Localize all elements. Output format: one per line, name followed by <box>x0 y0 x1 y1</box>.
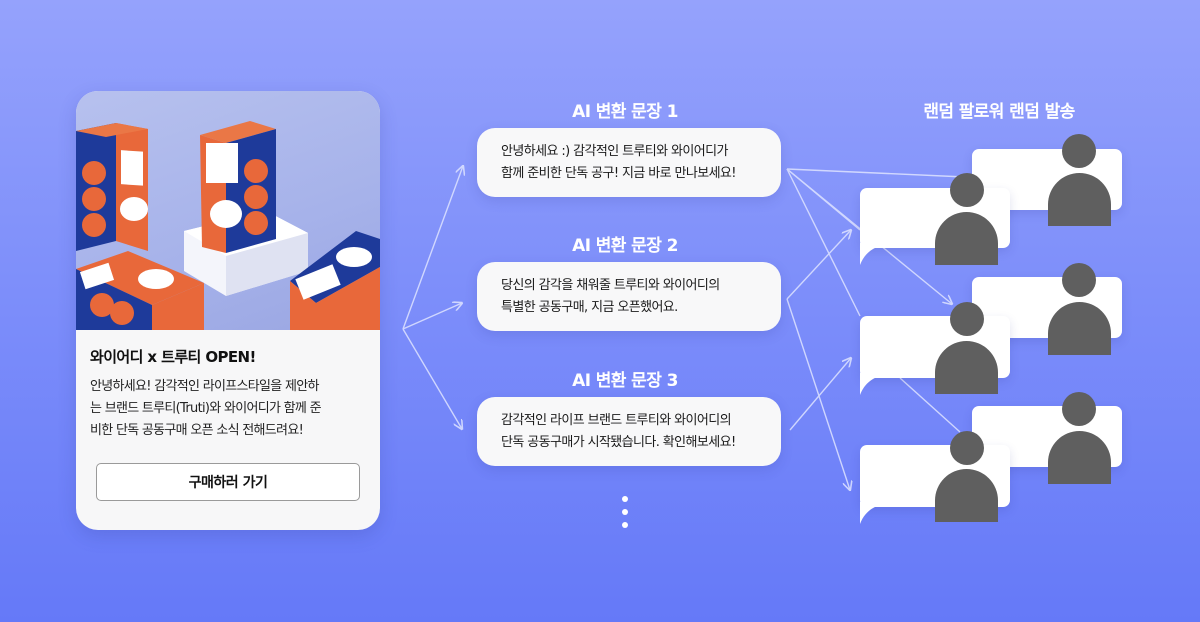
bubble-tail <box>860 502 900 524</box>
ai-sentence-line: 당신의 감각을 채워줄 트루티와 와이어디의 <box>501 278 720 293</box>
product-boxes-illustration <box>76 121 380 330</box>
card-description-line: 비한 단독 공동구매 오픈 소식 전해드려요! <box>90 423 304 438</box>
ai-sentence-bubble-3: 감각적인 라이프 브랜드 트루티와 와이어디의 단독 공동구매가 시작됐습니다.… <box>477 397 781 466</box>
product-image <box>76 91 380 330</box>
ai-sentence-bubble-1: 안녕하세요 :) 감각적인 트루티와 와이어디가 함께 준비한 단독 공구! 지… <box>477 128 781 197</box>
ai-sentence-line: 특별한 공동구매, 지금 오픈했어요. <box>501 300 678 315</box>
person-icon-body <box>1048 431 1111 484</box>
followers-title: 랜덤 팔로워 랜덤 발송 <box>923 102 1075 122</box>
person-icon-body <box>935 341 998 394</box>
person-icon-head <box>950 173 984 207</box>
ai-sentence-label-1: AI 변환 문장 1 <box>572 102 678 122</box>
card-description: 안녕하세요! 감각적인 라이프스타일을 제안하 는 브랜드 트루티(Truti)… <box>90 376 372 442</box>
bubble-tail <box>860 373 900 395</box>
product-post-card: 와이어디 x 트루티 OPEN! 안녕하세요! 감각적인 라이프스타일을 제안하… <box>76 91 380 530</box>
person-icon-head <box>1062 263 1096 297</box>
ai-sentence-label-3: AI 변환 문장 3 <box>572 371 678 391</box>
bubble-tail <box>860 243 900 265</box>
person-icon-body <box>1048 173 1111 226</box>
ai-sentence-line: 함께 준비한 단독 공구! 지금 바로 만나보세요! <box>501 166 737 181</box>
card-description-line: 안녕하세요! 감각적인 라이프스타일을 제안하 <box>90 379 319 394</box>
person-icon-body <box>1048 302 1111 355</box>
ai-sentence-bubble-2: 당신의 감각을 채워줄 트루티와 와이어디의 특별한 공동구매, 지금 오픈했어… <box>477 262 781 331</box>
ai-sentence-line: 안녕하세요 :) 감각적인 트루티와 와이어디가 <box>501 144 728 159</box>
person-icon-body <box>935 212 998 265</box>
person-icon-head <box>950 431 984 465</box>
person-icon-head <box>1062 392 1096 426</box>
ai-sentence-line: 단독 공동구매가 시작됐습니다. 확인해보세요! <box>501 435 736 450</box>
card-description-line: 는 브랜드 트루티(Truti)와 와이어디가 함께 준 <box>90 401 322 416</box>
card-title: 와이어디 x 트루티 OPEN! <box>90 348 256 366</box>
ai-sentence-line: 감각적인 라이프 브랜드 트루티와 와이어디의 <box>501 413 732 428</box>
person-icon-head <box>950 302 984 336</box>
ai-sentence-label-2: AI 변환 문장 2 <box>572 236 678 256</box>
buy-button[interactable]: 구매하러 가기 <box>96 463 360 501</box>
person-icon-body <box>935 469 998 522</box>
person-icon-head <box>1062 134 1096 168</box>
